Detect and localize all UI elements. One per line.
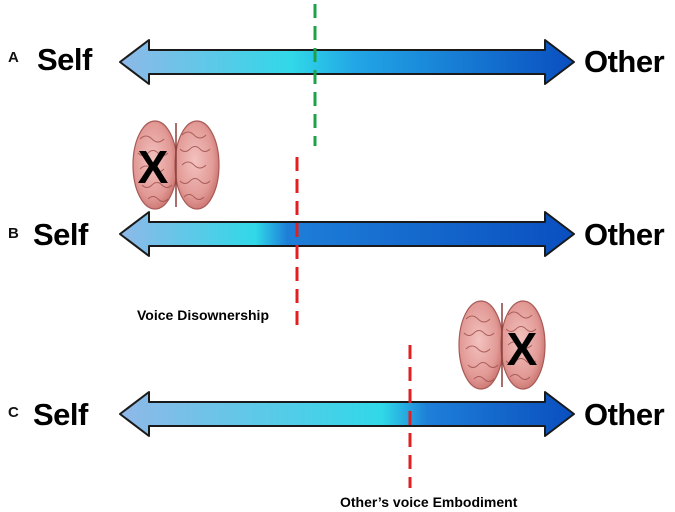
lesion-x-c: X	[507, 323, 538, 375]
panel-letter-c: C	[8, 404, 19, 421]
self-label-a: Self	[37, 42, 92, 77]
panel-letter-a: A	[8, 49, 19, 66]
self-label-b: Self	[33, 217, 88, 252]
self-label-c: Self	[33, 397, 88, 432]
caption-voice-disownership: Voice Disownership	[137, 307, 269, 323]
other-label-c: Other	[584, 397, 665, 432]
other-label-a: Other	[584, 44, 665, 79]
brain-icon-b	[132, 120, 220, 210]
row-a-arrow	[119, 39, 575, 85]
row-c-arrow	[119, 391, 575, 437]
row-b-arrow	[119, 211, 575, 257]
panel-letter-b: B	[8, 225, 19, 242]
other-label-b: Other	[584, 217, 665, 252]
caption-others-voice-embodiment: Other’s voice Embodiment	[340, 494, 518, 510]
lesion-x-b: X	[138, 141, 169, 193]
brain-icon-c	[458, 300, 546, 390]
